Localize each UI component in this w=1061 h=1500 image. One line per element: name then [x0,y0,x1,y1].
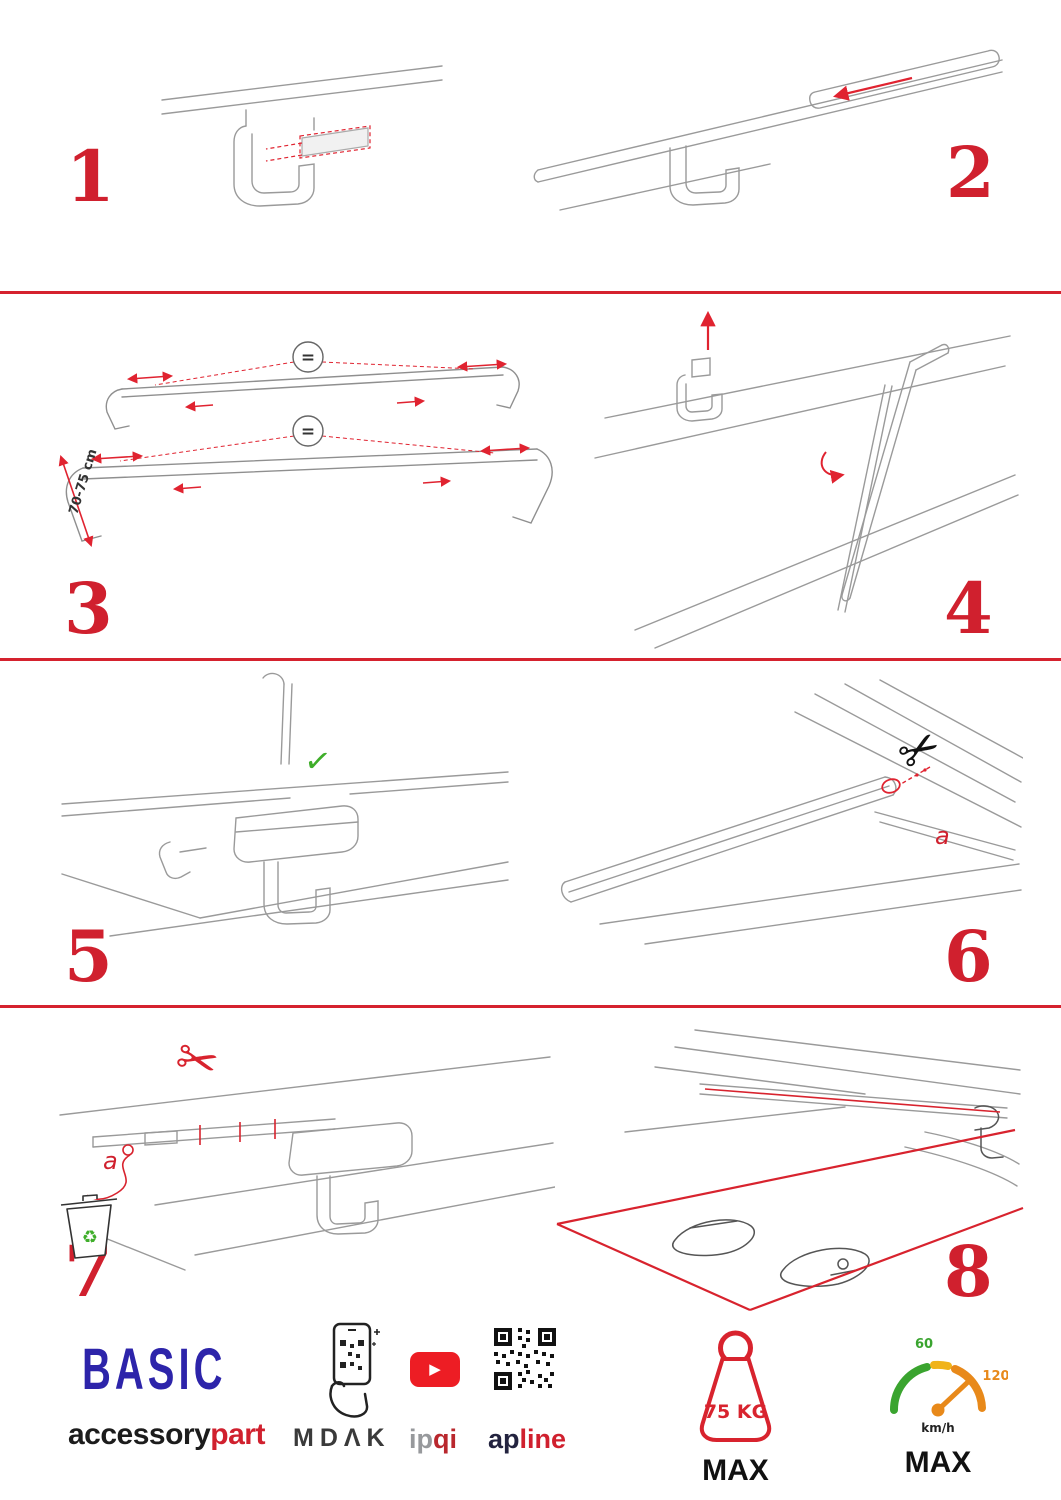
row-divider-2 [0,658,1061,661]
step-6-number: 6 [944,915,993,998]
speedometer-icon: 60 120 km/h [889,1337,1010,1435]
weight-icon: 75 KG [699,1330,772,1442]
equal-spacing-badge-top [292,341,324,373]
phone-qr-scan-icon [329,1322,380,1418]
qr-code [494,1328,556,1390]
youtube-icon: ▶ [410,1352,460,1387]
step-2-illustration [533,49,1003,211]
speed-unit-label: km/h [921,1421,954,1435]
accessorypart-black: accessory [68,1418,211,1451]
speed-max-label: MAX [904,1446,972,1479]
accessorypart-logo: accessorypart [68,1418,265,1452]
bar-distance-label: 70-75 cm [66,447,100,516]
speed-high-label: 120 [982,1369,1008,1384]
ipqi-gray: ip [409,1424,433,1454]
check-icon: ✓ [302,740,334,781]
discard-label-a: a [103,1147,118,1175]
step-1-number: 1 [66,135,115,218]
equal-sign-top: = [301,348,315,368]
apline-red: line [519,1424,567,1454]
scissors-icon: ✂ [888,716,952,785]
row-divider-1 [0,291,1061,294]
speed-limit: 60 120 km/h MAX [868,1326,1010,1480]
row-divider-3 [0,1005,1061,1008]
step-4-illustration [594,310,1019,649]
step-2-number: 2 [946,131,995,214]
step-4-number: 4 [944,567,993,650]
cut-label-a: a [935,822,950,850]
step-7-illustration: ✂ a ♻ [59,1027,555,1271]
mdak-logo: MDΛK [293,1424,391,1452]
trash-bin-icon [60,1194,118,1259]
slide-arrow [833,76,913,101]
basic-logo: BASIC [82,1338,227,1402]
accessorypart-red: part [210,1418,265,1451]
play-icon: ▶ [429,1360,441,1378]
equal-sign-bottom: = [301,422,315,442]
apline-black: ap [488,1424,520,1454]
step-1-illustration [161,65,443,207]
speed-low-label: 60 [915,1337,933,1352]
step-5-illustration: ✓ [61,672,509,937]
step-6-illustration: ✂ a [560,679,1023,945]
ipqi-red: qi [433,1424,457,1454]
rubber-pad [301,127,369,157]
tighten-rotation-arrow [820,451,845,484]
weight-limit: 75 KG MAX [678,1326,793,1488]
step-5-number: 5 [64,915,113,998]
ipqi-logo: ipqi [409,1424,457,1455]
weight-max-label: MAX [702,1454,769,1487]
apline-logo: apline [488,1424,566,1455]
step-8-number: 8 [944,1230,993,1313]
scissors-icon-red: ✂ [170,1027,225,1093]
equal-spacing-badge-bottom [292,415,324,447]
step-3-illustration: = = 70-75 cm [58,341,553,547]
weight-value: 75 KG [704,1401,767,1423]
cut-end-highlight [881,778,901,794]
recycle-icon: ♻ [82,1227,98,1248]
step-8-illustration [556,1029,1024,1312]
step-3-number: 3 [64,567,113,650]
